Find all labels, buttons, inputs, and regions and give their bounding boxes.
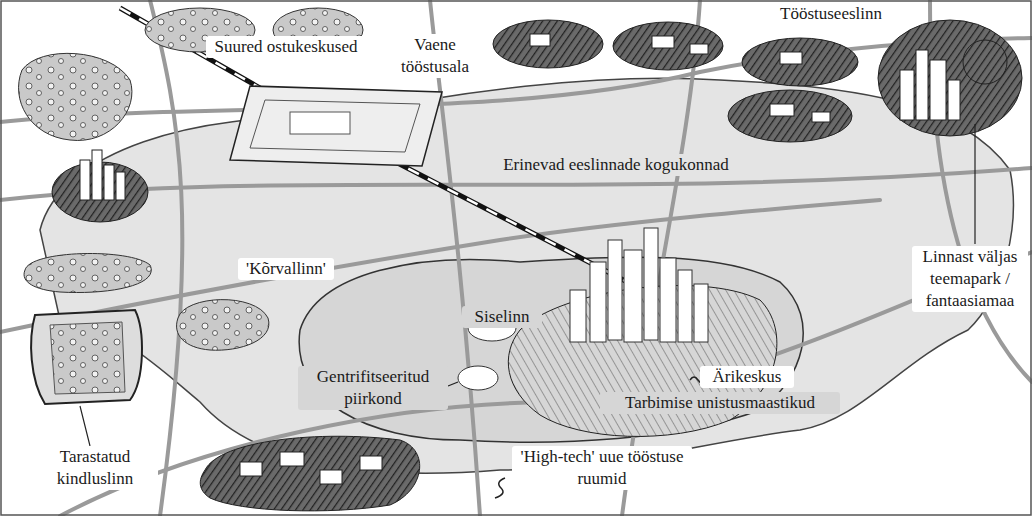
region-label: Tööstuseeslinn xyxy=(766,3,896,25)
region-label: Tarbimise unistusmaastikud xyxy=(600,392,840,414)
region-label: Suured ostukeskused xyxy=(206,36,366,58)
region-label: Siselinn xyxy=(462,306,542,328)
region-label: Tarastatud kindluslinn xyxy=(32,446,158,490)
region-label: 'High-tech' uue tööstuse ruumid xyxy=(512,446,692,490)
region-label: Vaene tööstusala xyxy=(385,34,485,78)
region-label: Ärikeskus xyxy=(700,366,794,388)
region-label: 'Kõrvallinn' xyxy=(238,258,334,280)
region-label: Gentrifitseeritud piirkond xyxy=(298,366,448,410)
region-label: Erinevad eeslinnade kogukonnad xyxy=(480,154,752,176)
region-label: Linnast väljas teemapark / fantaasiamaa xyxy=(912,246,1028,312)
